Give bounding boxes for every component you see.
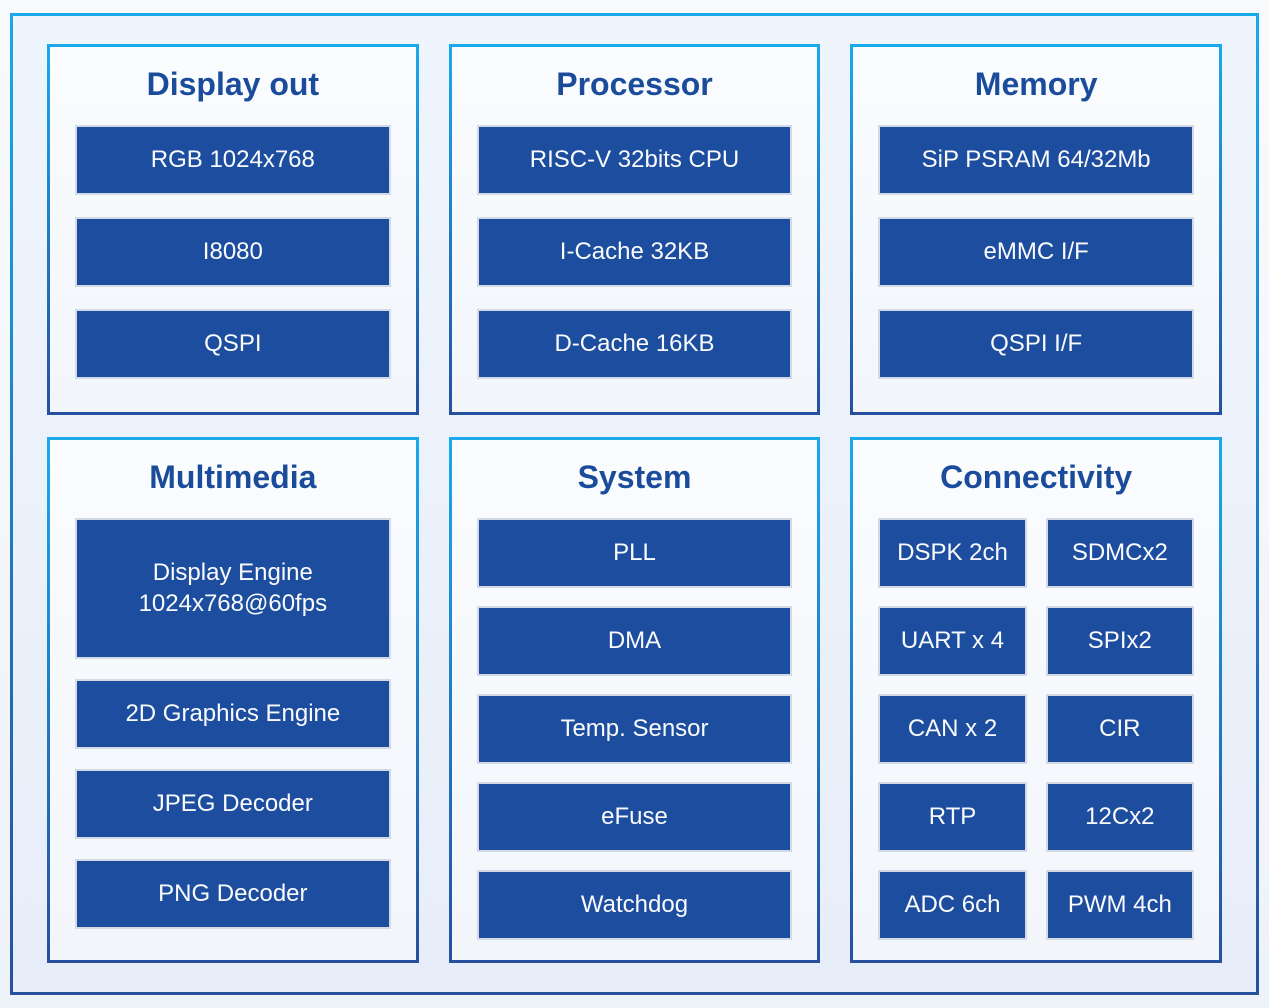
panel-system-blocks: PLL DMA Temp. Sensor eFuse Watchdog [476,518,793,940]
panel-grid: Display out RGB 1024x768 I8080 QSPI Proc… [47,44,1222,963]
block-sdmcx2: SDMCx2 [1045,518,1194,588]
block-dma: DMA [476,606,793,676]
panel-memory-blocks: SiP PSRAM 64/32Mb eMMC I/F QSPI I/F [878,125,1194,379]
block-adc-6ch: ADC 6ch [878,870,1027,940]
block-2d-graphics-engine: 2D Graphics Engine [75,679,391,749]
panel-display-out: Display out RGB 1024x768 I8080 QSPI [47,44,419,415]
panel-processor-blocks: RISC-V 32bits CPU I-Cache 32KB D-Cache 1… [476,125,793,379]
block-dspk-2ch: DSPK 2ch [878,518,1027,588]
block-12cx2: 12Cx2 [1045,782,1194,852]
panel-title-memory: Memory [974,66,1098,102]
block-d-cache: D-Cache 16KB [476,309,793,379]
block-i-cache: I-Cache 32KB [476,217,793,287]
block-watchdog: Watchdog [476,870,793,940]
block-pll: PLL [476,518,793,588]
block-display-engine: Display Engine 1024x768@60fps [75,518,391,659]
block-spix2: SPIx2 [1045,606,1194,676]
panel-connectivity: Connectivity DSPK 2ch SDMCx2 UART x 4 SP… [850,437,1222,963]
block-qspi-if: QSPI I/F [878,309,1194,379]
block-emmc-if: eMMC I/F [878,217,1194,287]
panel-title-multimedia: Multimedia [149,459,317,495]
block-qspi: QSPI [75,309,391,379]
block-i8080: I8080 [75,217,391,287]
block-rtp: RTP [878,782,1027,852]
block-cir: CIR [1045,694,1194,764]
block-temp-sensor: Temp. Sensor [476,694,793,764]
block-efuse: eFuse [476,782,793,852]
block-can-x2: CAN x 2 [878,694,1027,764]
block-risc-v-cpu: RISC-V 32bits CPU [476,125,793,195]
panel-processor: Processor RISC-V 32bits CPU I-Cache 32KB… [448,44,821,415]
block-png-decoder: PNG Decoder [75,859,391,929]
block-uart-x4: UART x 4 [878,606,1027,676]
panel-multimedia-blocks: Display Engine 1024x768@60fps 2D Graphic… [75,518,391,929]
panel-title-system: System [577,459,692,495]
panel-memory: Memory SiP PSRAM 64/32Mb eMMC I/F QSPI I… [850,44,1222,415]
panel-multimedia: Multimedia Display Engine 1024x768@60fps… [47,437,419,963]
panel-title-display-out: Display out [146,66,320,102]
block-sip-psram: SiP PSRAM 64/32Mb [878,125,1194,195]
soc-block-diagram-frame: Display out RGB 1024x768 I8080 QSPI Proc… [10,13,1259,995]
block-jpeg-decoder: JPEG Decoder [75,769,391,839]
panel-system: System PLL DMA Temp. Sensor eFuse Watchd… [448,437,821,963]
block-pwm-4ch: PWM 4ch [1045,870,1194,940]
block-rgb-1024x768: RGB 1024x768 [75,125,391,195]
panel-title-connectivity: Connectivity [940,459,1133,495]
panel-display-out-blocks: RGB 1024x768 I8080 QSPI [75,125,391,379]
panel-title-processor: Processor [556,66,713,102]
panel-connectivity-blocks: DSPK 2ch SDMCx2 UART x 4 SPIx2 CAN x 2 C… [878,518,1194,940]
